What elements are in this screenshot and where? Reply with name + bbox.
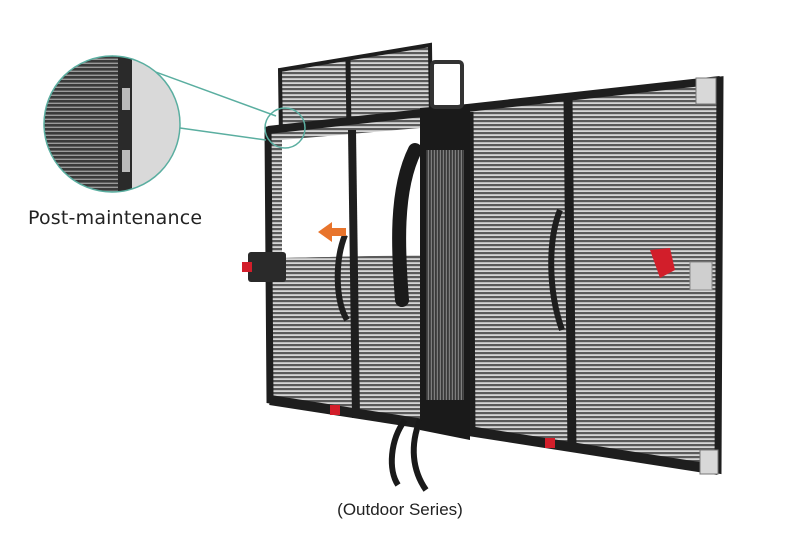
corner-bracket bbox=[695, 77, 717, 105]
red-clip bbox=[545, 438, 555, 448]
main-cabinet bbox=[264, 76, 724, 475]
series-caption: (Outdoor Series) bbox=[337, 500, 463, 519]
corner-bracket bbox=[699, 449, 719, 475]
red-clip bbox=[330, 405, 340, 415]
right-latch bbox=[650, 248, 713, 291]
magnifier-callout-icon bbox=[43, 55, 306, 193]
feature-label: Post-maintenance bbox=[28, 207, 203, 229]
left-latch bbox=[242, 252, 286, 282]
arrow-left-icon bbox=[318, 222, 346, 242]
power-box bbox=[388, 60, 470, 492]
